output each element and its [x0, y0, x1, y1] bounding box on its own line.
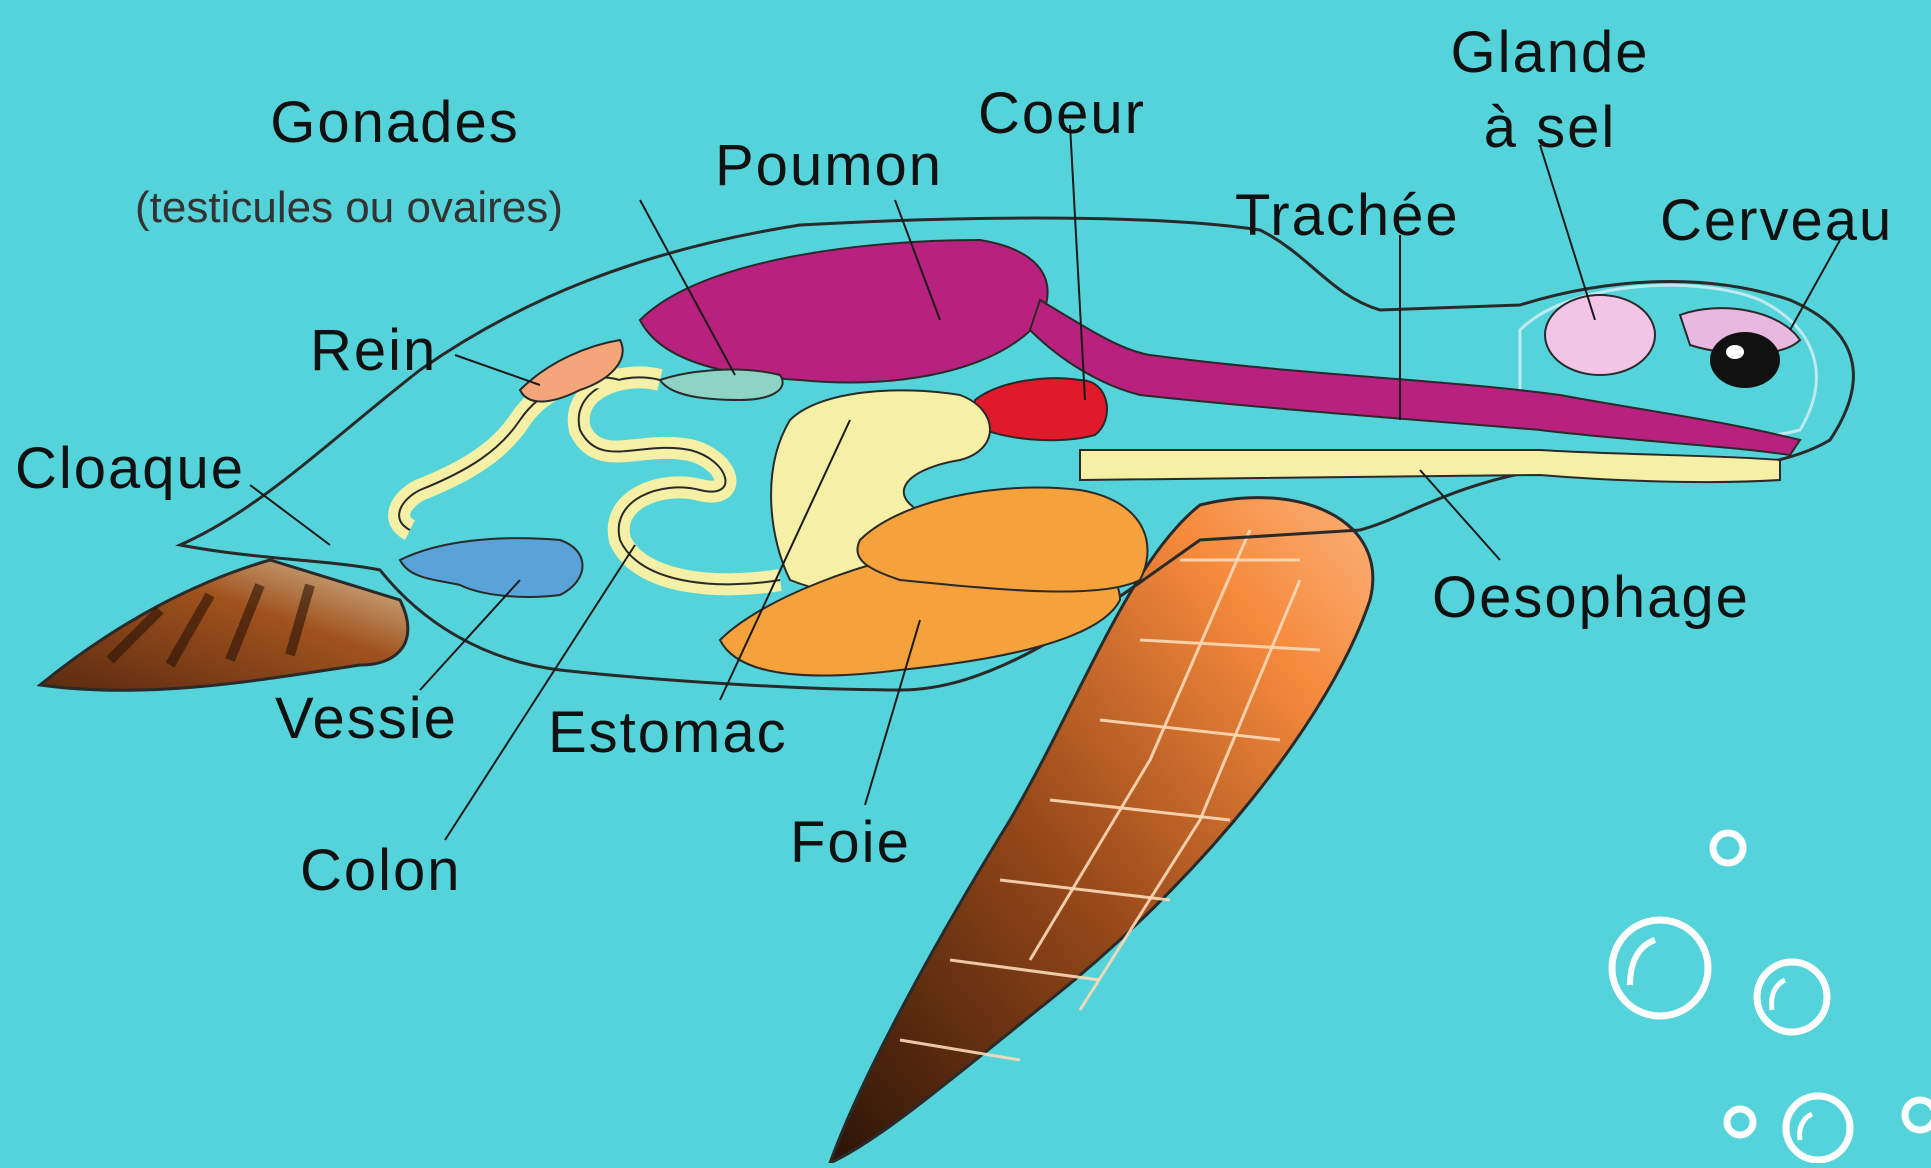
rear-flipper	[40, 560, 408, 690]
bubble-small	[1713, 833, 1743, 863]
label-gonades: Gonades	[270, 90, 519, 155]
bubbles	[1612, 833, 1931, 1160]
bubble-large	[1612, 920, 1708, 1016]
label-cerveau: Cerveau	[1660, 188, 1893, 253]
gonads-organ	[660, 370, 783, 400]
bubble-edge	[1905, 1100, 1931, 1130]
heart-organ	[975, 378, 1107, 440]
label-glande-line2: à sel	[1484, 95, 1617, 160]
label-oesophage: Oesophage	[1432, 565, 1750, 630]
salt-gland-organ	[1545, 295, 1655, 375]
label-estomac: Estomac	[548, 700, 788, 765]
label-gonades-sub: (testicules ou ovaires)	[135, 183, 563, 232]
oesophage-organ	[1080, 450, 1780, 482]
label-trachee: Trachée	[1235, 183, 1460, 248]
label-poumon: Poumon	[715, 133, 943, 198]
label-glande-line1: Glande	[1450, 20, 1649, 85]
bubble-medium	[1757, 962, 1827, 1032]
bubble-medium-2	[1786, 1096, 1850, 1160]
label-cloaque: Cloaque	[15, 436, 245, 501]
label-foie: Foie	[790, 810, 911, 875]
eye	[1710, 332, 1780, 388]
bladder-organ	[400, 538, 583, 597]
leader-lines	[250, 125, 1840, 840]
label-colon: Colon	[300, 838, 462, 903]
bubble-tiny	[1727, 1109, 1753, 1135]
intestine-organ	[579, 377, 780, 584]
label-rein: Rein	[310, 318, 437, 383]
label-vessie: Vessie	[275, 686, 458, 751]
label-coeur: Coeur	[978, 81, 1146, 146]
